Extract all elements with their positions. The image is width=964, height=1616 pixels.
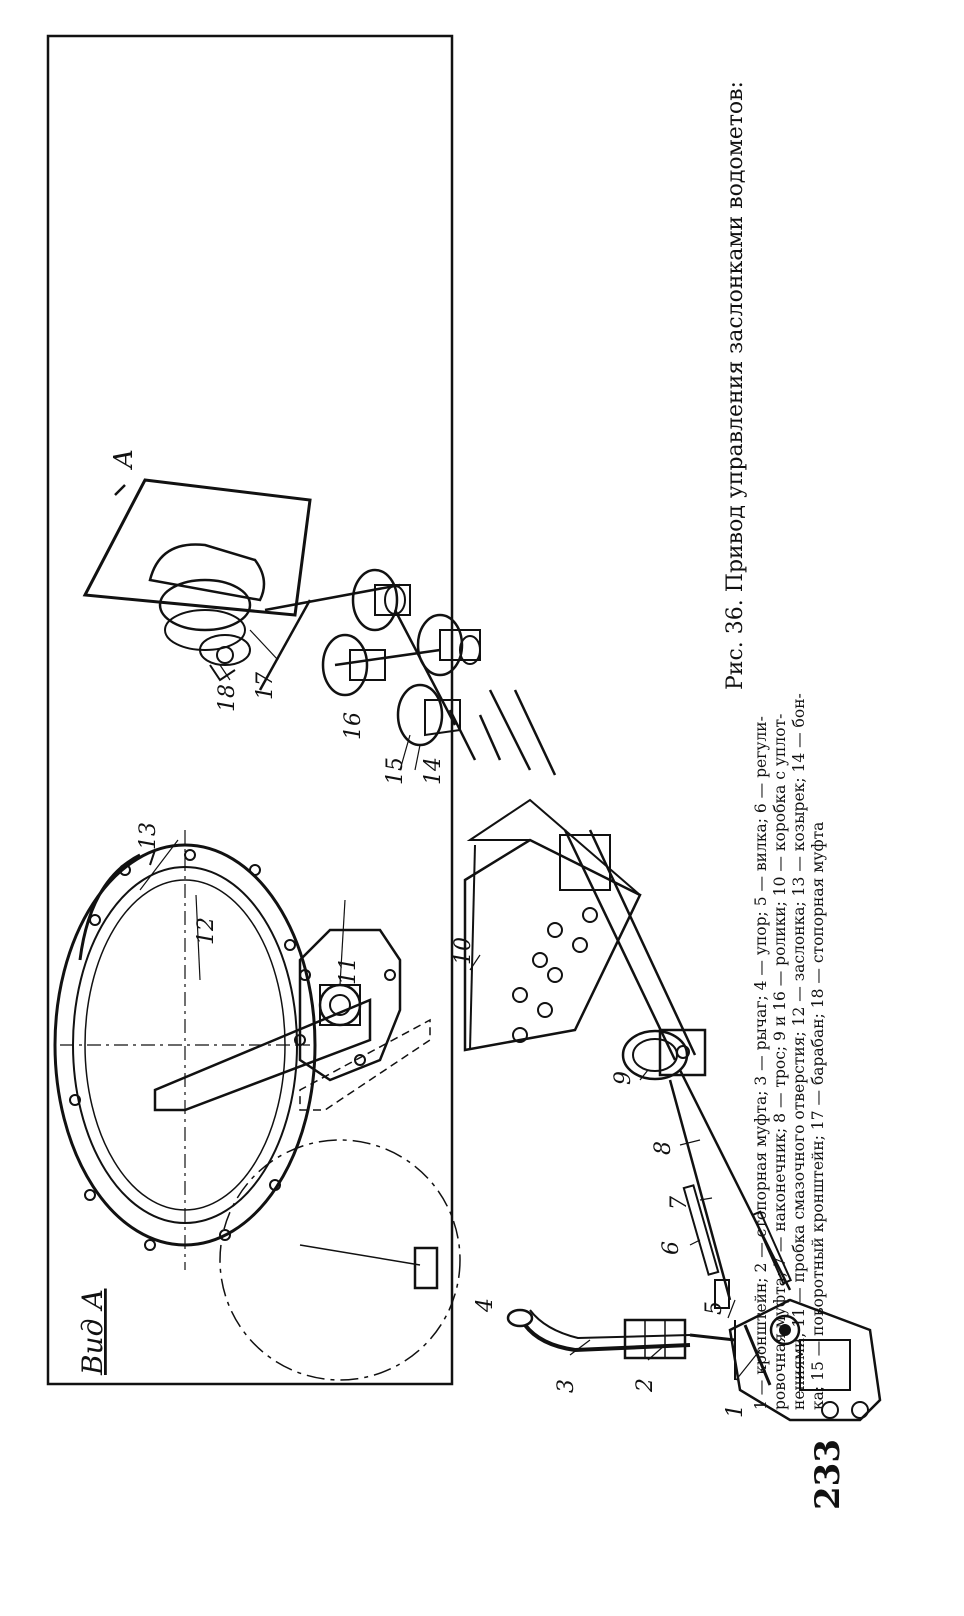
label-5: 5 [702, 1301, 727, 1315]
label-12: 12 [194, 917, 219, 945]
caption-title: Рис. 36. Привод управления заслонками во… [723, 81, 748, 690]
main-assembly [82, 478, 882, 1422]
label-2: 2 [633, 1378, 658, 1393]
label-3: 3 [554, 1379, 579, 1393]
part-labels: 1 2 3 4 5 6 7 8 9 10 11 12 13 14 15 16 1… [109, 449, 748, 1418]
bracket [728, 1298, 882, 1422]
label-1: 1 [723, 1404, 748, 1418]
caption-line-2: ровочная муфта; 7 — наконечник; 8 — трос… [771, 714, 789, 1410]
label-4: 4 [473, 1298, 498, 1313]
pulley-9 [621, 1028, 707, 1081]
label-6: 6 [659, 1241, 684, 1255]
figure-caption: Рис. 36. Привод управления заслонками во… [723, 81, 827, 1410]
inset-title: Вид А [76, 1289, 109, 1376]
seal-box [463, 798, 642, 1052]
page-number: 233 [808, 1439, 848, 1510]
label-18: 18 [215, 684, 240, 712]
inset-view-a: Вид А [46, 34, 461, 1386]
damper-lever [153, 998, 431, 1112]
label-14: 14 [421, 757, 446, 785]
label-7: 7 [667, 1196, 692, 1210]
lever [506, 1308, 736, 1360]
caption-line-1: 1 — кронштейн; 2 — стопорная муфта; 3 — … [752, 716, 770, 1410]
stop-block [413, 1246, 439, 1290]
caption-line-4: ка; 15 — поворотный кронштейн; 17 — бара… [809, 822, 827, 1410]
label-view-a: A [109, 449, 139, 470]
drum [82, 478, 312, 682]
label-8: 8 [651, 1141, 676, 1155]
label-11: 11 [336, 957, 361, 985]
label-9: 9 [611, 1071, 636, 1085]
inset-frame [46, 34, 454, 1386]
label-10: 10 [451, 937, 476, 965]
lock-coupling [623, 1318, 687, 1360]
leader-lines [219, 629, 761, 1381]
caption-line-3: нениями; 11 — пробка смазочного отверсти… [790, 693, 808, 1410]
label-16: 16 [341, 712, 366, 740]
label-17: 17 [253, 672, 278, 700]
label-15: 15 [383, 757, 408, 785]
label-13: 13 [136, 822, 161, 850]
